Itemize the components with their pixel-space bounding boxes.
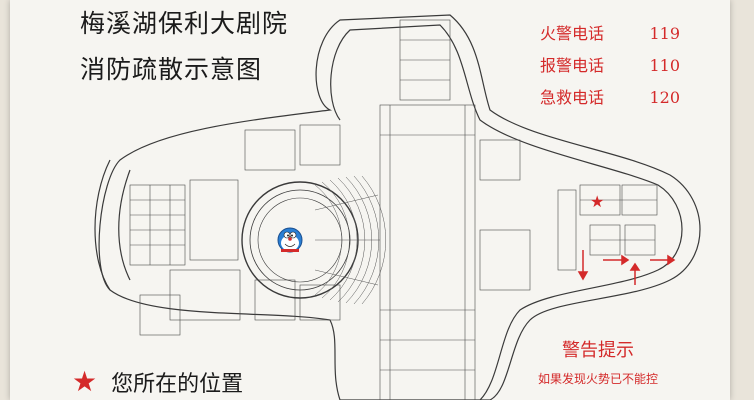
doraemon-face-icon: [277, 227, 303, 253]
poster-title-line1: 梅溪湖保利大剧院: [80, 9, 289, 38]
red-star-icon: ★: [590, 192, 605, 211]
location-legend: ★ 您所在的位置: [72, 366, 243, 398]
fire-hotline: 火警电话 119: [540, 24, 680, 43]
ambulance-hotline: 急救电话 120: [540, 88, 680, 107]
location-legend-label: 您所在的位置: [111, 372, 244, 397]
evacuation-arrows: [577, 250, 676, 285]
warning-title: 警告提示: [562, 340, 634, 361]
warning-text: 如果发现火势已不能控: [538, 372, 659, 386]
red-star-icon: ★: [72, 365, 98, 398]
police-hotline: 报警电话 110: [540, 56, 680, 75]
seating-fan: [314, 175, 386, 305]
emergency-numbers: 火警电话 119 报警电话 110 急救电话 120: [540, 18, 680, 114]
floor-plan-drawing: [94, 14, 701, 400]
poster-title-line2: 消防疏散示意图: [80, 55, 263, 84]
evacuation-poster: ★ 梅溪湖保利大剧院 消防疏散示意图 火警电话 119 报警电话 110 急救电…: [10, 0, 730, 400]
building-outline: [98, 14, 701, 400]
